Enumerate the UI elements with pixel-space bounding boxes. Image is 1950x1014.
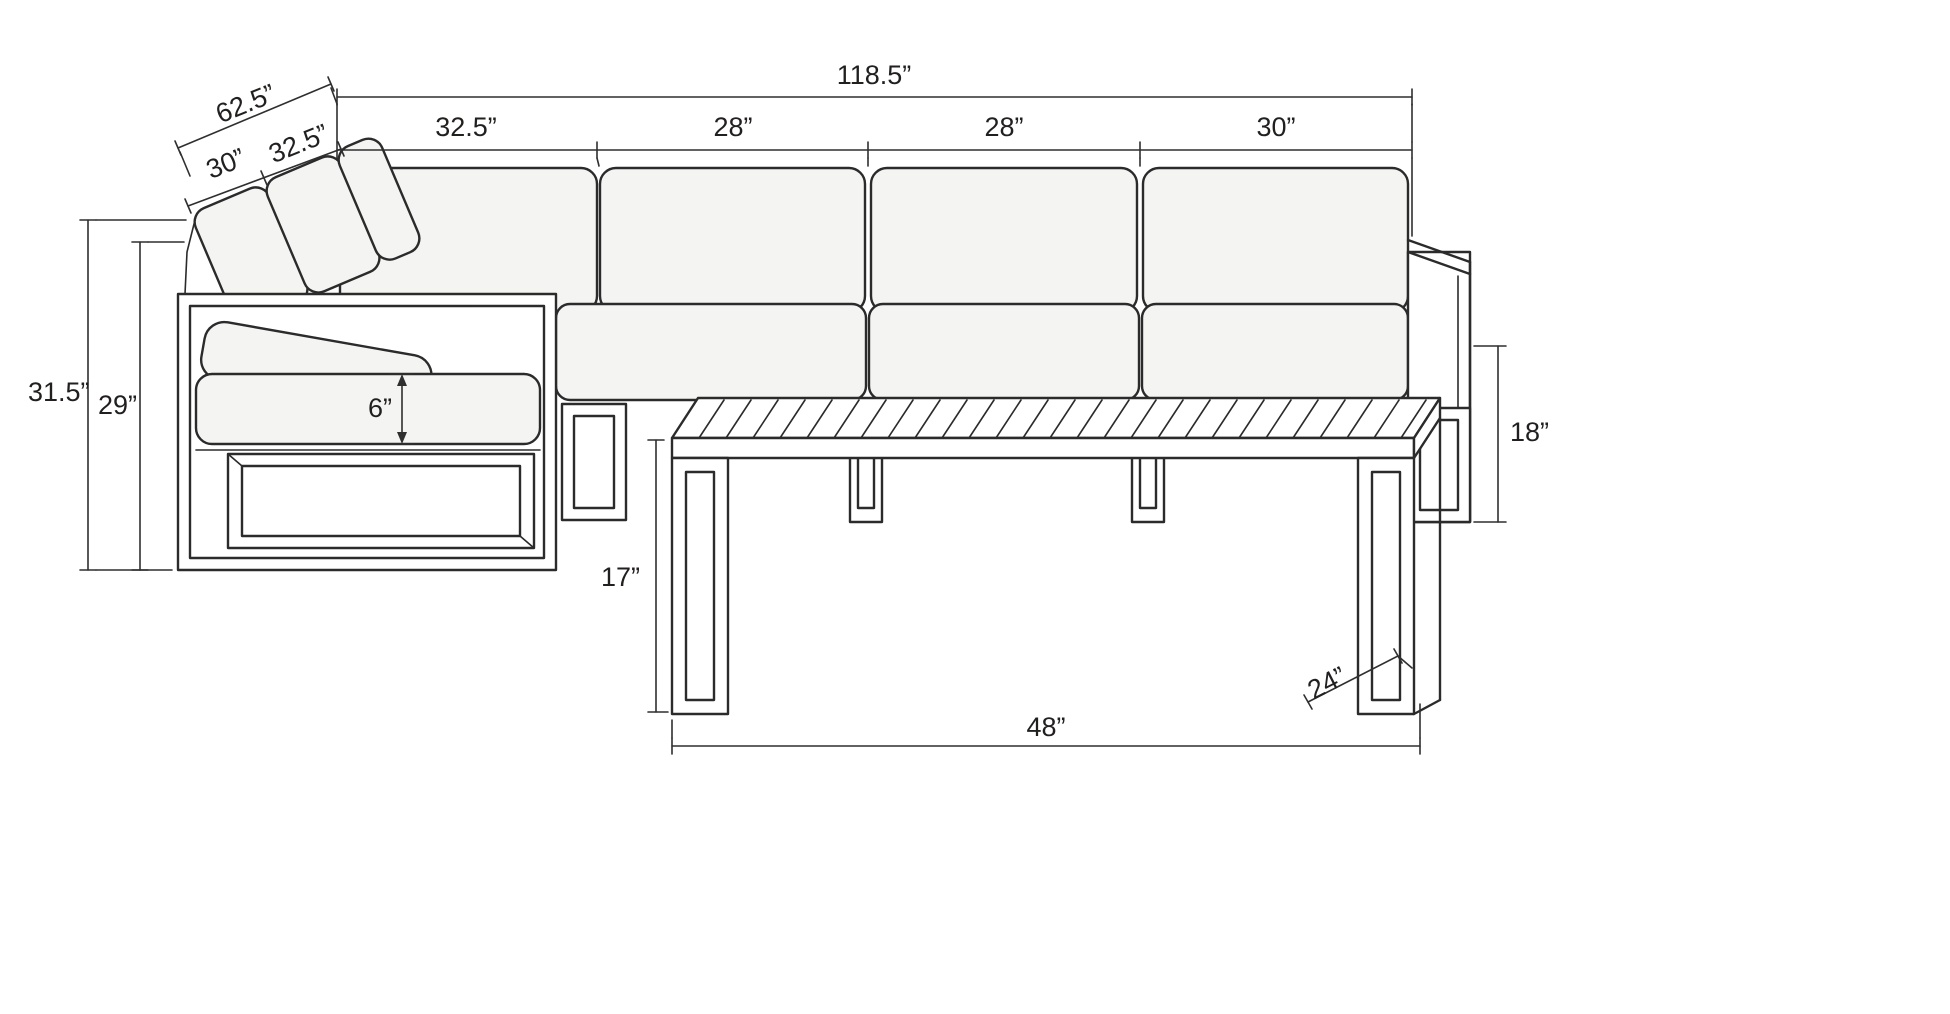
seat-cushion-3 (1140, 302, 1410, 402)
dim-cushion-1-label: 32.5” (435, 112, 497, 142)
table-leg-left-inner (684, 470, 716, 702)
dim-table-length: 48” (671, 703, 1421, 755)
back-cushion-3 (869, 166, 1139, 314)
dimensions: 118.5” 32.5” 28” 28” 30” 62.5” (28, 60, 1549, 755)
dim-arm-height: 18” (1473, 345, 1549, 523)
dim-cushion-widths: 32.5” 28” 28” 30” (336, 112, 1413, 237)
sofa-corner-module (176, 137, 558, 572)
corner-seat-cushion-side (194, 372, 542, 446)
dim-cushion-2-label: 28” (713, 112, 752, 142)
dim-table-height-label: 17” (601, 562, 640, 592)
corner-left-edge (184, 215, 197, 295)
dim-cushion-3-label: 28” (984, 112, 1023, 142)
dim-back-height-label: 29” (98, 390, 137, 420)
table-apron (670, 436, 1416, 460)
dim-total-width: 118.5” (336, 60, 1413, 143)
dim-arm-height-label: 18” (1510, 417, 1549, 447)
corner-base-frame-inner (240, 464, 522, 538)
dim-table-height: 17” (601, 439, 669, 713)
sofa-leg-frame-left-inner (572, 414, 616, 510)
dim-corner-back-label: 30” (202, 142, 249, 184)
dim-total-height-label: 31.5” (28, 377, 90, 407)
corner-back-cushion-3 (337, 137, 421, 261)
dim-total-height: 31.5” (28, 219, 187, 571)
sofa-leg-mid-2-inner (1138, 450, 1158, 510)
dim-corner-total-label: 62.5” (211, 78, 279, 129)
back-cushion-4 (1141, 166, 1410, 314)
dim-cushion-thickness-label: 6” (368, 393, 392, 423)
dim-table-length-label: 48” (1026, 712, 1065, 742)
seat-cushion-1 (554, 302, 868, 402)
seat-cushion-2 (867, 302, 1141, 402)
back-cushion-2 (598, 166, 867, 314)
sofa-main-section (338, 166, 1410, 522)
dim-back-height: 29” (98, 241, 185, 571)
sofa-leg-mid-1-inner (856, 450, 876, 510)
dim-total-width-label: 118.5” (837, 60, 912, 90)
dim-cushion-thickness: 6” (368, 373, 415, 445)
table-top-slats (698, 399, 1427, 439)
dim-cushion-4-label: 30” (1256, 112, 1295, 142)
dim-table-depth-label: 24” (1303, 661, 1351, 705)
table-leg-right-inner (1370, 470, 1402, 702)
